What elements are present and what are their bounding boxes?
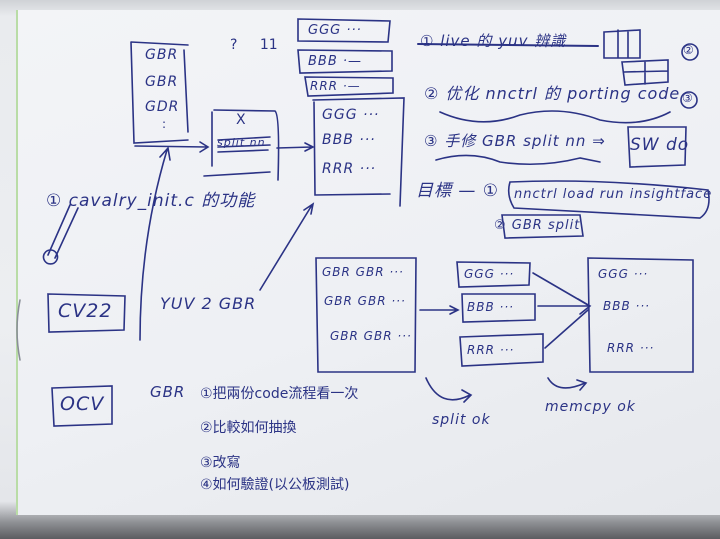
sketch-box-1 bbox=[603, 29, 641, 59]
goal-2: ② GBR split bbox=[494, 218, 581, 233]
todo-item-3: ③ 手修 GBR split nn ⇒ bbox=[424, 132, 606, 150]
wavy-underline-3 bbox=[435, 154, 601, 166]
marks: ? 11 bbox=[230, 37, 278, 53]
circle-mark-2 bbox=[680, 91, 698, 109]
arrows-merge bbox=[532, 272, 592, 349]
ocv-label: OCV bbox=[60, 393, 105, 415]
cv22-box bbox=[47, 293, 126, 333]
input-ellipsis: : bbox=[162, 117, 167, 131]
arrow-bottom-split bbox=[419, 305, 460, 315]
pen-drawing bbox=[42, 204, 79, 265]
arrow-to-output-2 bbox=[259, 202, 315, 291]
bottom-output-box bbox=[587, 257, 694, 373]
bottom-plane-g bbox=[456, 261, 531, 288]
gbr-label: GBR bbox=[150, 383, 186, 401]
plane-box-r bbox=[304, 76, 394, 97]
bottom-output-row: RRR ··· bbox=[607, 341, 655, 355]
bottom-plane-g: GGG ··· bbox=[464, 267, 515, 281]
todo-item-2-mark: ③ bbox=[682, 91, 693, 105]
output-box bbox=[312, 97, 405, 207]
split-label: split nn bbox=[217, 136, 266, 149]
sw-box bbox=[627, 126, 687, 168]
bottom-plane-b: BBB ··· bbox=[467, 300, 514, 314]
goal2-outline bbox=[501, 214, 584, 239]
output-row: RRR ··· bbox=[322, 161, 376, 177]
split-box bbox=[203, 109, 280, 181]
arrow-to-split bbox=[134, 141, 210, 153]
bottom-plane-r bbox=[459, 333, 544, 367]
gbr-step: ①把兩份code流程看一次 bbox=[200, 386, 359, 402]
bottom-output-row: GGG ··· bbox=[598, 267, 649, 281]
bottom-input-row: GBR GBR ··· bbox=[322, 265, 404, 279]
split-strike bbox=[217, 136, 271, 153]
split-plane-r: RRR ·— bbox=[310, 79, 361, 93]
input-row: GDR bbox=[145, 99, 180, 115]
arrow-yuv-up bbox=[139, 146, 171, 341]
cv22-label: CV22 bbox=[58, 300, 113, 322]
bottom-input-row: GBR GBR ··· bbox=[324, 294, 406, 308]
output-row: BBB ··· bbox=[322, 132, 376, 148]
goal1-outline bbox=[507, 180, 710, 219]
split-plane-b: BBB ·— bbox=[308, 54, 363, 69]
cavalry-note: ① cavalry_init.c 的功能 bbox=[46, 191, 256, 211]
plane-box-b bbox=[297, 49, 393, 74]
split-curve bbox=[425, 377, 473, 403]
arrow-to-output bbox=[276, 142, 315, 152]
wavy-underline-2 bbox=[439, 110, 671, 124]
gbr-step: ②比較如何抽換 bbox=[200, 420, 297, 436]
memcpy-curve bbox=[547, 377, 588, 391]
input-row: GBR bbox=[145, 47, 179, 63]
todo-item-1-mark: ② bbox=[683, 43, 694, 57]
goal-label: 目標 — ① bbox=[416, 181, 500, 201]
split-cross: X bbox=[236, 112, 246, 128]
todo-item-2: ② 优化 nnctrl 的 porting code bbox=[424, 84, 681, 103]
bottom-plane-b bbox=[461, 293, 536, 323]
sw-do-label: SW do bbox=[630, 135, 690, 155]
memcpy-ok-label: memcpy ok bbox=[545, 399, 636, 415]
output-row: GGG ··· bbox=[322, 107, 380, 123]
goal-1: nnctrl load run insightface bbox=[514, 187, 713, 202]
split-ok-label: split ok bbox=[432, 412, 491, 428]
todo-item-1: ① live 的 yuv 辨識 bbox=[420, 32, 567, 50]
gbr-step: ④如何驗證(以公板測試) bbox=[200, 477, 350, 493]
bottom-output-row: BBB ··· bbox=[603, 299, 650, 313]
input-row: GBR bbox=[145, 74, 179, 90]
gbr-step: ③改寫 bbox=[200, 455, 241, 471]
split-plane-g: GGG ··· bbox=[308, 23, 362, 38]
strike-item1 bbox=[417, 43, 599, 47]
ocv-box bbox=[51, 385, 113, 427]
circle-mark-1 bbox=[681, 43, 699, 61]
bottom-input-box bbox=[315, 257, 417, 373]
bottom-plane-r: RRR ··· bbox=[467, 343, 515, 357]
bottom-input-row: GBR GBR ··· bbox=[330, 329, 412, 343]
plane-box-g bbox=[297, 18, 391, 43]
yuv-label: YUV 2 GBR bbox=[160, 294, 257, 313]
input-box bbox=[130, 41, 189, 144]
sketch-box-2 bbox=[621, 59, 669, 86]
